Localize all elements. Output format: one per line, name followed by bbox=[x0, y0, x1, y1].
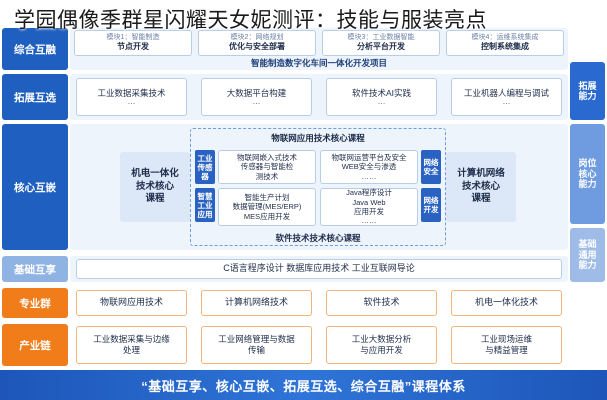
module-1: 模块1：智能制造 节点开发 bbox=[74, 30, 192, 56]
tag-net-dev: 网络 开发 bbox=[421, 188, 441, 222]
core-top-title: 物联网应用技术核心课程 bbox=[271, 133, 365, 143]
extend-box-4: 工业机器人编程与调试 … bbox=[451, 78, 562, 116]
right-label-post-ability: 岗位 核心 能力 bbox=[570, 124, 605, 224]
extend-box-3-label: 软件技术AI实践 bbox=[351, 88, 412, 99]
extend-box-4-dots: … bbox=[502, 97, 511, 107]
major-boxes: 物联网应用技术 计算机网络技术 软件技术 机电一体化技术 bbox=[76, 290, 562, 316]
page-headline: 学园偶像季群星闪耀天女妮测评：技能与服装亮点 bbox=[14, 8, 487, 32]
label-basic: 基础互享 bbox=[2, 256, 68, 282]
core-cell-1: 物联网嵌入式技术 传感器与智能检 测技术 bbox=[218, 150, 316, 184]
module-3-name: 分析平台开发 bbox=[357, 42, 405, 52]
tag-net-security: 网络 安全 bbox=[421, 150, 441, 184]
curriculum-banner: “基础互享、核心互嵌、拓展互选、综合互融”课程体系 bbox=[0, 370, 607, 400]
basic-courses: C语言程序设计 数据库应用技术 工业互联网导论 bbox=[76, 259, 562, 279]
top-modules: 模块1：智能制造 节点开发 模块2：网络规划 优化与安全部署 模块3：工业数据智… bbox=[74, 30, 564, 56]
module-2: 模块2：网络规划 优化与安全部署 bbox=[198, 30, 316, 56]
industry-box-3: 工业大数据分析 与应用开发 bbox=[326, 326, 437, 364]
label-comprehensive: 综合互融 bbox=[2, 28, 68, 70]
extend-box-1: 工业数据采集技术 … bbox=[76, 78, 187, 116]
label-core: 核心互嵌 bbox=[2, 124, 68, 250]
right-label-extend-ability: 拓展 能力 bbox=[570, 62, 605, 120]
extend-box-3-dots: … bbox=[377, 97, 386, 107]
extend-box-3: 软件技术AI实践 … bbox=[326, 78, 437, 116]
extend-box-2-dots: … bbox=[252, 97, 261, 107]
industry-box-4: 工业现场运维 与精益管理 bbox=[451, 326, 562, 364]
module-1-name: 节点开发 bbox=[117, 42, 149, 52]
major-box-2: 计算机网络技术 bbox=[201, 290, 312, 316]
extend-box-2: 大数据平台构建 … bbox=[201, 78, 312, 116]
industry-box-1: 工业数据采集与边缘 处理 bbox=[76, 326, 187, 364]
module-3: 模块3：工业数据智能 分析平台开发 bbox=[322, 30, 440, 56]
major-box-3: 软件技术 bbox=[326, 290, 437, 316]
right-label-basic-ability: 基础 通用 能力 bbox=[570, 228, 605, 282]
module-4: 模块4：运维系统集成 控制系统集成 bbox=[446, 30, 564, 56]
core-bottom-title: 软件技术技术核心课程 bbox=[275, 233, 361, 243]
tag-iot-sense: 工业 传感 器 bbox=[195, 150, 215, 184]
module-2-number: 模块2：网络规划 bbox=[230, 33, 284, 41]
extend-box-4-label: 工业机器人编程与调试 bbox=[463, 88, 549, 99]
industry-boxes: 工业数据采集与边缘 处理 工业网络管理与数据 传输 工业大数据分析 与应用开发 … bbox=[76, 326, 562, 364]
major-box-1: 物联网应用技术 bbox=[76, 290, 187, 316]
label-extend: 拓展互选 bbox=[2, 74, 68, 120]
extend-box-1-dots: … bbox=[127, 97, 136, 107]
label-major-group: 专业群 bbox=[2, 288, 68, 318]
module-3-number: 模块3：工业数据智能 bbox=[347, 33, 415, 41]
extend-box-2-label: 大数据平台构建 bbox=[226, 88, 287, 99]
module-4-number: 模块4：运维系统集成 bbox=[471, 33, 539, 41]
core-dashed-frame bbox=[190, 128, 446, 246]
core-cell-2: 物联网运营平台及安全 WEB安全与渗透 …… bbox=[320, 150, 418, 184]
industry-box-2: 工业网络管理与数据 传输 bbox=[201, 326, 312, 364]
tag-smart-app: 智慧 工业 应用 bbox=[195, 188, 215, 222]
extend-boxes: 工业数据采集技术 … 大数据平台构建 … 软件技术AI实践 … 工业机器人编程与… bbox=[76, 78, 562, 116]
core-left-side: 机电一体化 技术核心 课程 bbox=[120, 152, 190, 222]
top-project: 智能制造数字化车间一体化开发项目 bbox=[250, 58, 387, 68]
major-box-4: 机电一体化技术 bbox=[451, 290, 562, 316]
module-1-number: 模块1：智能制造 bbox=[106, 33, 160, 41]
core-cell-3: 智能生产计划 数据管理(MES/ERP) MES应用开发 bbox=[218, 188, 316, 226]
core-cell-4: Java程序设计 Java Web 应用开发 …… bbox=[320, 188, 418, 226]
module-2-name: 优化与安全部署 bbox=[229, 42, 285, 52]
module-4-name: 控制系统集成 bbox=[481, 42, 529, 52]
label-industry-chain: 产业链 bbox=[2, 324, 68, 366]
core-right-side: 计算机网络 技术核心 课程 bbox=[446, 152, 516, 222]
extend-box-1-label: 工业数据采集技术 bbox=[97, 88, 166, 99]
